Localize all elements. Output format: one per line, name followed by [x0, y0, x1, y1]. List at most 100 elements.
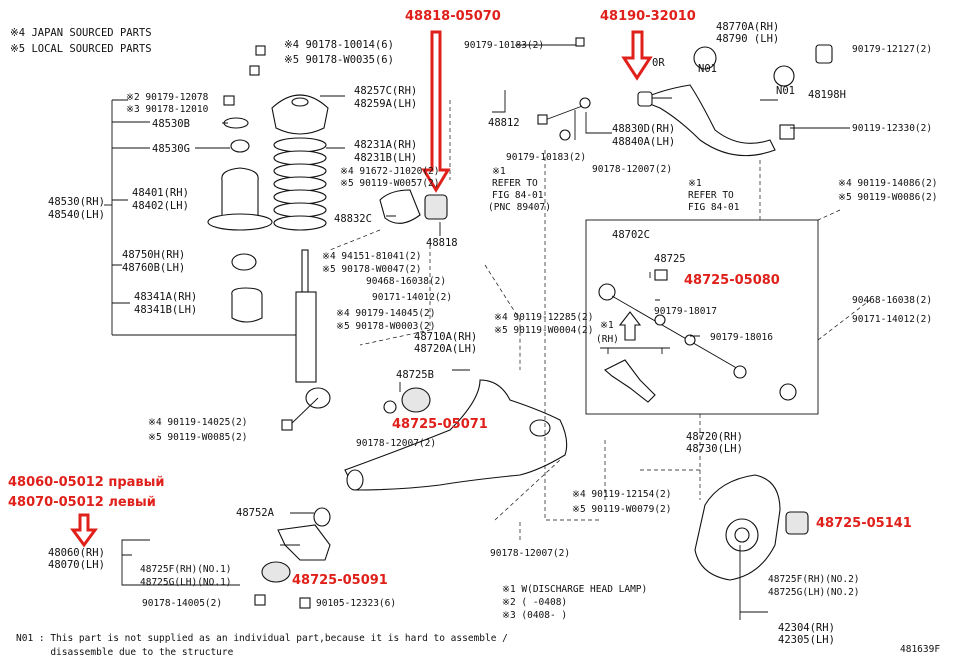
footnote-2: ※2 ( -0408)	[502, 597, 567, 608]
arm-kit-box	[585, 219, 819, 415]
label: ※4 90119-12285(2)	[494, 312, 593, 323]
label: ※1	[688, 178, 702, 189]
label: 90178-12007(2)	[490, 548, 570, 559]
label: 48530B	[152, 118, 190, 130]
label: 90178-14005(2)	[142, 598, 222, 609]
part-labels: ※4 90178-10014(6) ※5 90178-W0035(6) ※2 9…	[48, 21, 940, 655]
footnote-1: ※1 W(DISCHARGE HEAD LAMP)	[502, 584, 647, 595]
insulator-shape	[231, 253, 257, 271]
label: ※1	[492, 166, 506, 177]
label: ※5 90178-W0035(6)	[284, 54, 394, 66]
label: REFER TO	[492, 178, 538, 189]
bushing-shape	[230, 139, 250, 153]
label: ※4 90179-14045(2)	[336, 308, 435, 319]
knuckle	[694, 474, 809, 581]
label: 48830D(RH)	[612, 123, 675, 135]
label: 48259A(LH)	[354, 98, 417, 110]
label: 48198H	[808, 89, 846, 101]
footnotes: ※1 W(DISCHARGE HEAD LAMP) ※2 ( -0408) ※3…	[16, 584, 647, 658]
label: (RH)	[596, 334, 619, 345]
leader-lines	[121, 44, 850, 620]
figure-code: 481639F	[900, 644, 940, 655]
shock-absorber	[281, 249, 331, 431]
label: 90468-16038(2)	[852, 295, 932, 306]
label: 48750H(RH)	[122, 249, 185, 261]
footnote-n01-cont: disassemble due to the structure	[16, 647, 234, 658]
label: 48725	[654, 253, 686, 265]
label: 48540(LH)	[48, 209, 105, 221]
arrow-stab-link	[621, 30, 653, 81]
label: ※4 90119-14025(2)	[148, 417, 247, 428]
arrow-stab-bushing	[421, 30, 451, 193]
label: 48401(RH)	[132, 187, 189, 199]
label: 48257C(RH)	[354, 85, 417, 97]
label: 48725G(LH)(NO.2)	[768, 587, 860, 598]
upper-mount-top	[291, 97, 309, 107]
label: ※4 90178-10014(6)	[284, 39, 394, 51]
label: 48790 (LH)	[716, 33, 779, 45]
lower-arm	[344, 379, 568, 491]
label: (PNC 89407)	[488, 202, 551, 213]
upper-mount-shape	[271, 94, 329, 135]
label: 90179-10183(2)	[506, 152, 586, 163]
label: 48231A(RH)	[354, 139, 417, 151]
label: 48060(RH)	[48, 547, 105, 559]
coil-spring	[273, 137, 327, 231]
footnote-n01: N01 : This part is not supplied as an in…	[16, 633, 508, 644]
hl-subframe-left: 48070-05012 левый	[8, 495, 156, 510]
label: 48702C	[612, 229, 650, 241]
legend-local: ※5 LOCAL SOURCED PARTS	[10, 43, 152, 55]
footnote-3: ※3 (0408- )	[502, 610, 567, 621]
label: 48832C	[334, 213, 372, 225]
label: 90171-14012(2)	[372, 292, 452, 303]
label: 48770A(RH)	[716, 21, 779, 33]
label: 48530G	[152, 143, 190, 155]
hl-stabilizer-bushing: 48818-05070	[405, 9, 501, 24]
stab-nut-shape	[575, 37, 585, 47]
label: 48730(LH)	[686, 443, 743, 455]
stab-bushing-shape	[424, 194, 448, 220]
label: 48341B(LH)	[134, 304, 197, 316]
label: 48752A	[236, 507, 275, 519]
hl-stabilizer-link: 48190-32010	[600, 9, 696, 24]
label: 48840A(LH)	[612, 136, 675, 148]
label: 48725B	[396, 369, 434, 381]
label: 90178-12007(2)	[356, 438, 436, 449]
lower-link	[598, 269, 797, 403]
label: 90468-16038(2)	[366, 276, 446, 287]
label: 48818	[426, 237, 458, 249]
label: ※5 90178-W0047(2)	[322, 264, 421, 275]
label: REFER TO	[688, 190, 734, 201]
label: 90105-12323(6)	[316, 598, 396, 609]
label: 90171-14012(2)	[852, 314, 932, 325]
label: 0R	[652, 57, 665, 69]
label: 48341A(RH)	[134, 291, 197, 303]
label: 42304(RH)	[778, 622, 835, 634]
top-nut2-shape	[249, 65, 260, 76]
subframe-bracket	[254, 507, 331, 609]
label: ※4 90119-14086(2)	[838, 178, 937, 189]
label: 48812	[488, 117, 520, 129]
hl-subframe-right: 48060-05012 правый	[8, 475, 165, 490]
label: ※5 90178-W0003(2)	[336, 321, 435, 332]
label: 48402(LH)	[132, 200, 189, 212]
stopper-shape	[231, 287, 263, 323]
label: 48725F(RH)(NO.2)	[768, 574, 860, 585]
top-nut-shape	[255, 45, 266, 56]
label: ※5 90119-W0085(2)	[148, 432, 247, 443]
label: 48720A(LH)	[414, 343, 477, 355]
hl-subframe-bushing: 48725-05091	[292, 573, 388, 588]
label: 48530(RH)	[48, 196, 105, 208]
label: 48760B(LH)	[122, 262, 185, 274]
hl-bushing-lower-arm: 48725-05071	[392, 417, 488, 432]
label: 48720(RH)	[686, 431, 743, 443]
hl-knuckle-bushing: 48725-05141	[816, 516, 912, 531]
strut-bracket	[111, 99, 300, 336]
label: ※3 90178-12010	[126, 104, 209, 115]
label: 42305(LH)	[778, 634, 835, 646]
label: 90179-18016	[710, 332, 773, 343]
dashed-lines	[329, 100, 871, 540]
label: ※4 94151-81041(2)	[322, 251, 421, 262]
label: FIG 84-01	[688, 202, 740, 213]
